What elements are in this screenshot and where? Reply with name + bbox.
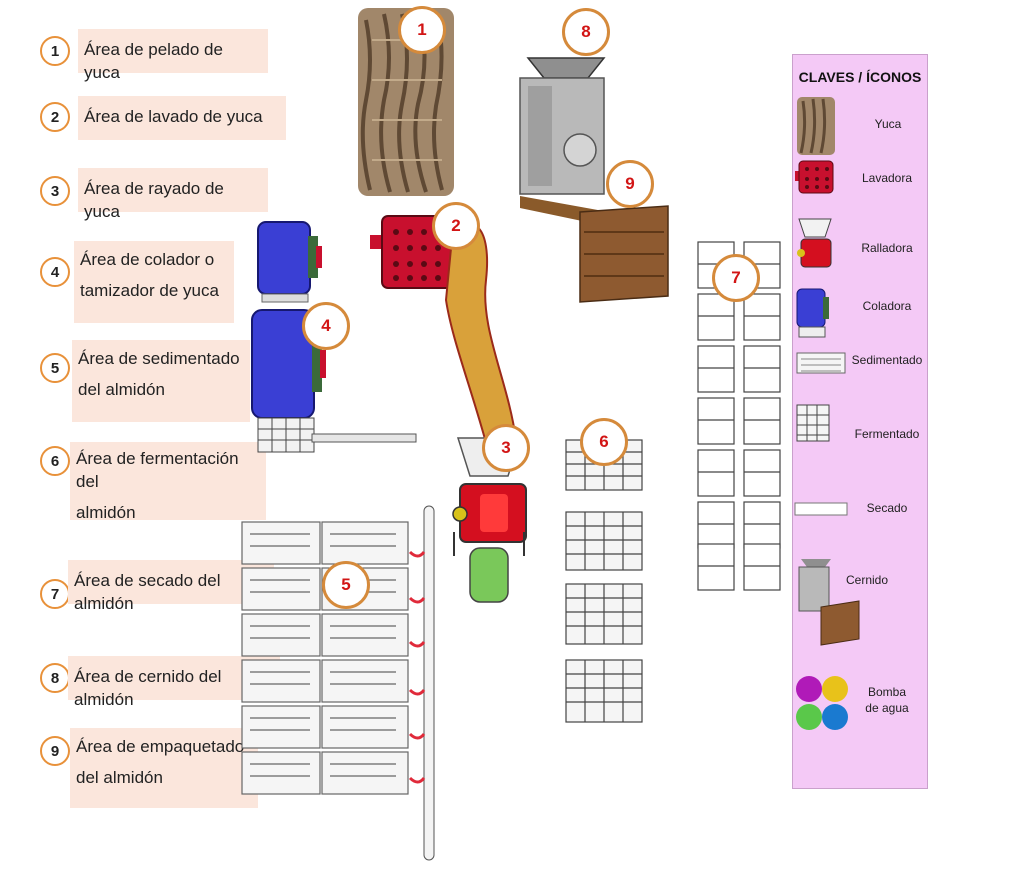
label-7: Área de secado del almidón xyxy=(68,560,274,613)
legend-ralladora-icon xyxy=(797,218,832,268)
marker-1: 1 xyxy=(398,6,446,54)
label-9: Área de empaquetado del almidón xyxy=(70,728,258,808)
legend-pump-line1: Bomba xyxy=(867,685,907,699)
legend-cernido-icon xyxy=(798,559,860,646)
packaging-box-icon xyxy=(579,205,669,303)
collection-tank-icon xyxy=(469,547,509,603)
marker-8: 8 xyxy=(562,8,610,56)
marker-4: 4 xyxy=(302,302,350,350)
legend-item-ralladora: Ralladora xyxy=(861,241,913,255)
label-9-line1: Área de empaquetado xyxy=(76,737,245,756)
legend-lavadora-icon xyxy=(795,160,834,194)
marker-7: 7 xyxy=(712,254,760,302)
pipe-icon xyxy=(311,433,417,443)
coladora-large-icon xyxy=(251,309,326,453)
label-2: Área de lavado de yuca xyxy=(78,96,286,140)
label-number-6: 6 xyxy=(40,446,70,476)
label-3: Área de rayado de yuca xyxy=(78,168,268,221)
label-4-line2: tamizador de yuca xyxy=(80,280,219,300)
legend-item-fermentado: Fermentado xyxy=(854,427,920,441)
marker-3: 3 xyxy=(482,424,530,472)
label-6-line2: almidón xyxy=(76,502,136,522)
label-9-line2: del almidón xyxy=(76,767,163,787)
legend-secado-icon xyxy=(794,502,848,516)
label-4: Área de colador o tamizador de yuca xyxy=(74,241,234,323)
legend-item-yuca: Yuca xyxy=(874,117,902,131)
coladora-top-icon xyxy=(257,221,322,303)
sedimentation-tanks-icon xyxy=(241,521,409,795)
legend-item-cernido: Cernido xyxy=(845,573,889,587)
icon-legend-panel: CLAVES / ÍCONOS xyxy=(792,54,928,789)
legend-item-lavadora: Lavadora xyxy=(861,171,913,185)
legend-sedimentado-icon xyxy=(796,352,846,374)
label-4-line1: Área de colador o xyxy=(80,250,215,269)
legend-icons xyxy=(794,97,860,730)
legend-coladora-icon xyxy=(796,288,829,338)
legend-yuca-icon xyxy=(797,97,835,155)
feed-pipe-icon xyxy=(408,505,435,861)
label-number-4: 4 xyxy=(40,257,70,287)
chute-icon xyxy=(444,223,518,452)
label-5: Área de sedimentado del almidón xyxy=(72,340,250,422)
legend-item-secado: Secado xyxy=(866,501,908,515)
legend-item-coladora: Coladora xyxy=(862,299,912,313)
marker-9: 9 xyxy=(606,160,654,208)
label-number-3: 3 xyxy=(40,176,70,206)
label-number-8: 8 xyxy=(40,663,70,693)
label-5-line1: Área de sedimentado xyxy=(78,349,240,368)
legend-fermentado-icon xyxy=(796,404,830,442)
label-6-line1: Área de fermentación del xyxy=(76,449,239,491)
marker-5: 5 xyxy=(322,561,370,609)
label-number-7: 7 xyxy=(40,579,70,609)
legend-item-water-pump: Bomba de agua xyxy=(849,685,925,716)
sifter-machine-icon xyxy=(519,57,620,226)
label-number-9: 9 xyxy=(40,736,70,766)
label-6: Área de fermentación del almidón xyxy=(70,442,266,522)
fermentation-crates-icon xyxy=(565,439,643,723)
label-number-5: 5 xyxy=(40,353,70,383)
label-1: Área de pelado de yuca xyxy=(78,29,268,82)
marker-2: 2 xyxy=(432,202,480,250)
marker-6: 6 xyxy=(580,418,628,466)
label-5-line2: del almidón xyxy=(78,379,165,399)
label-number-1: 1 xyxy=(40,36,70,66)
legend-water-pump-icon xyxy=(796,676,848,730)
drying-trays-icon xyxy=(697,241,781,591)
legend-pump-line2: de agua xyxy=(865,700,909,715)
legend-item-sedimentado: Sedimentado xyxy=(851,353,923,367)
label-number-2: 2 xyxy=(40,102,70,132)
legend-title: CLAVES / ÍCONOS xyxy=(798,69,922,85)
